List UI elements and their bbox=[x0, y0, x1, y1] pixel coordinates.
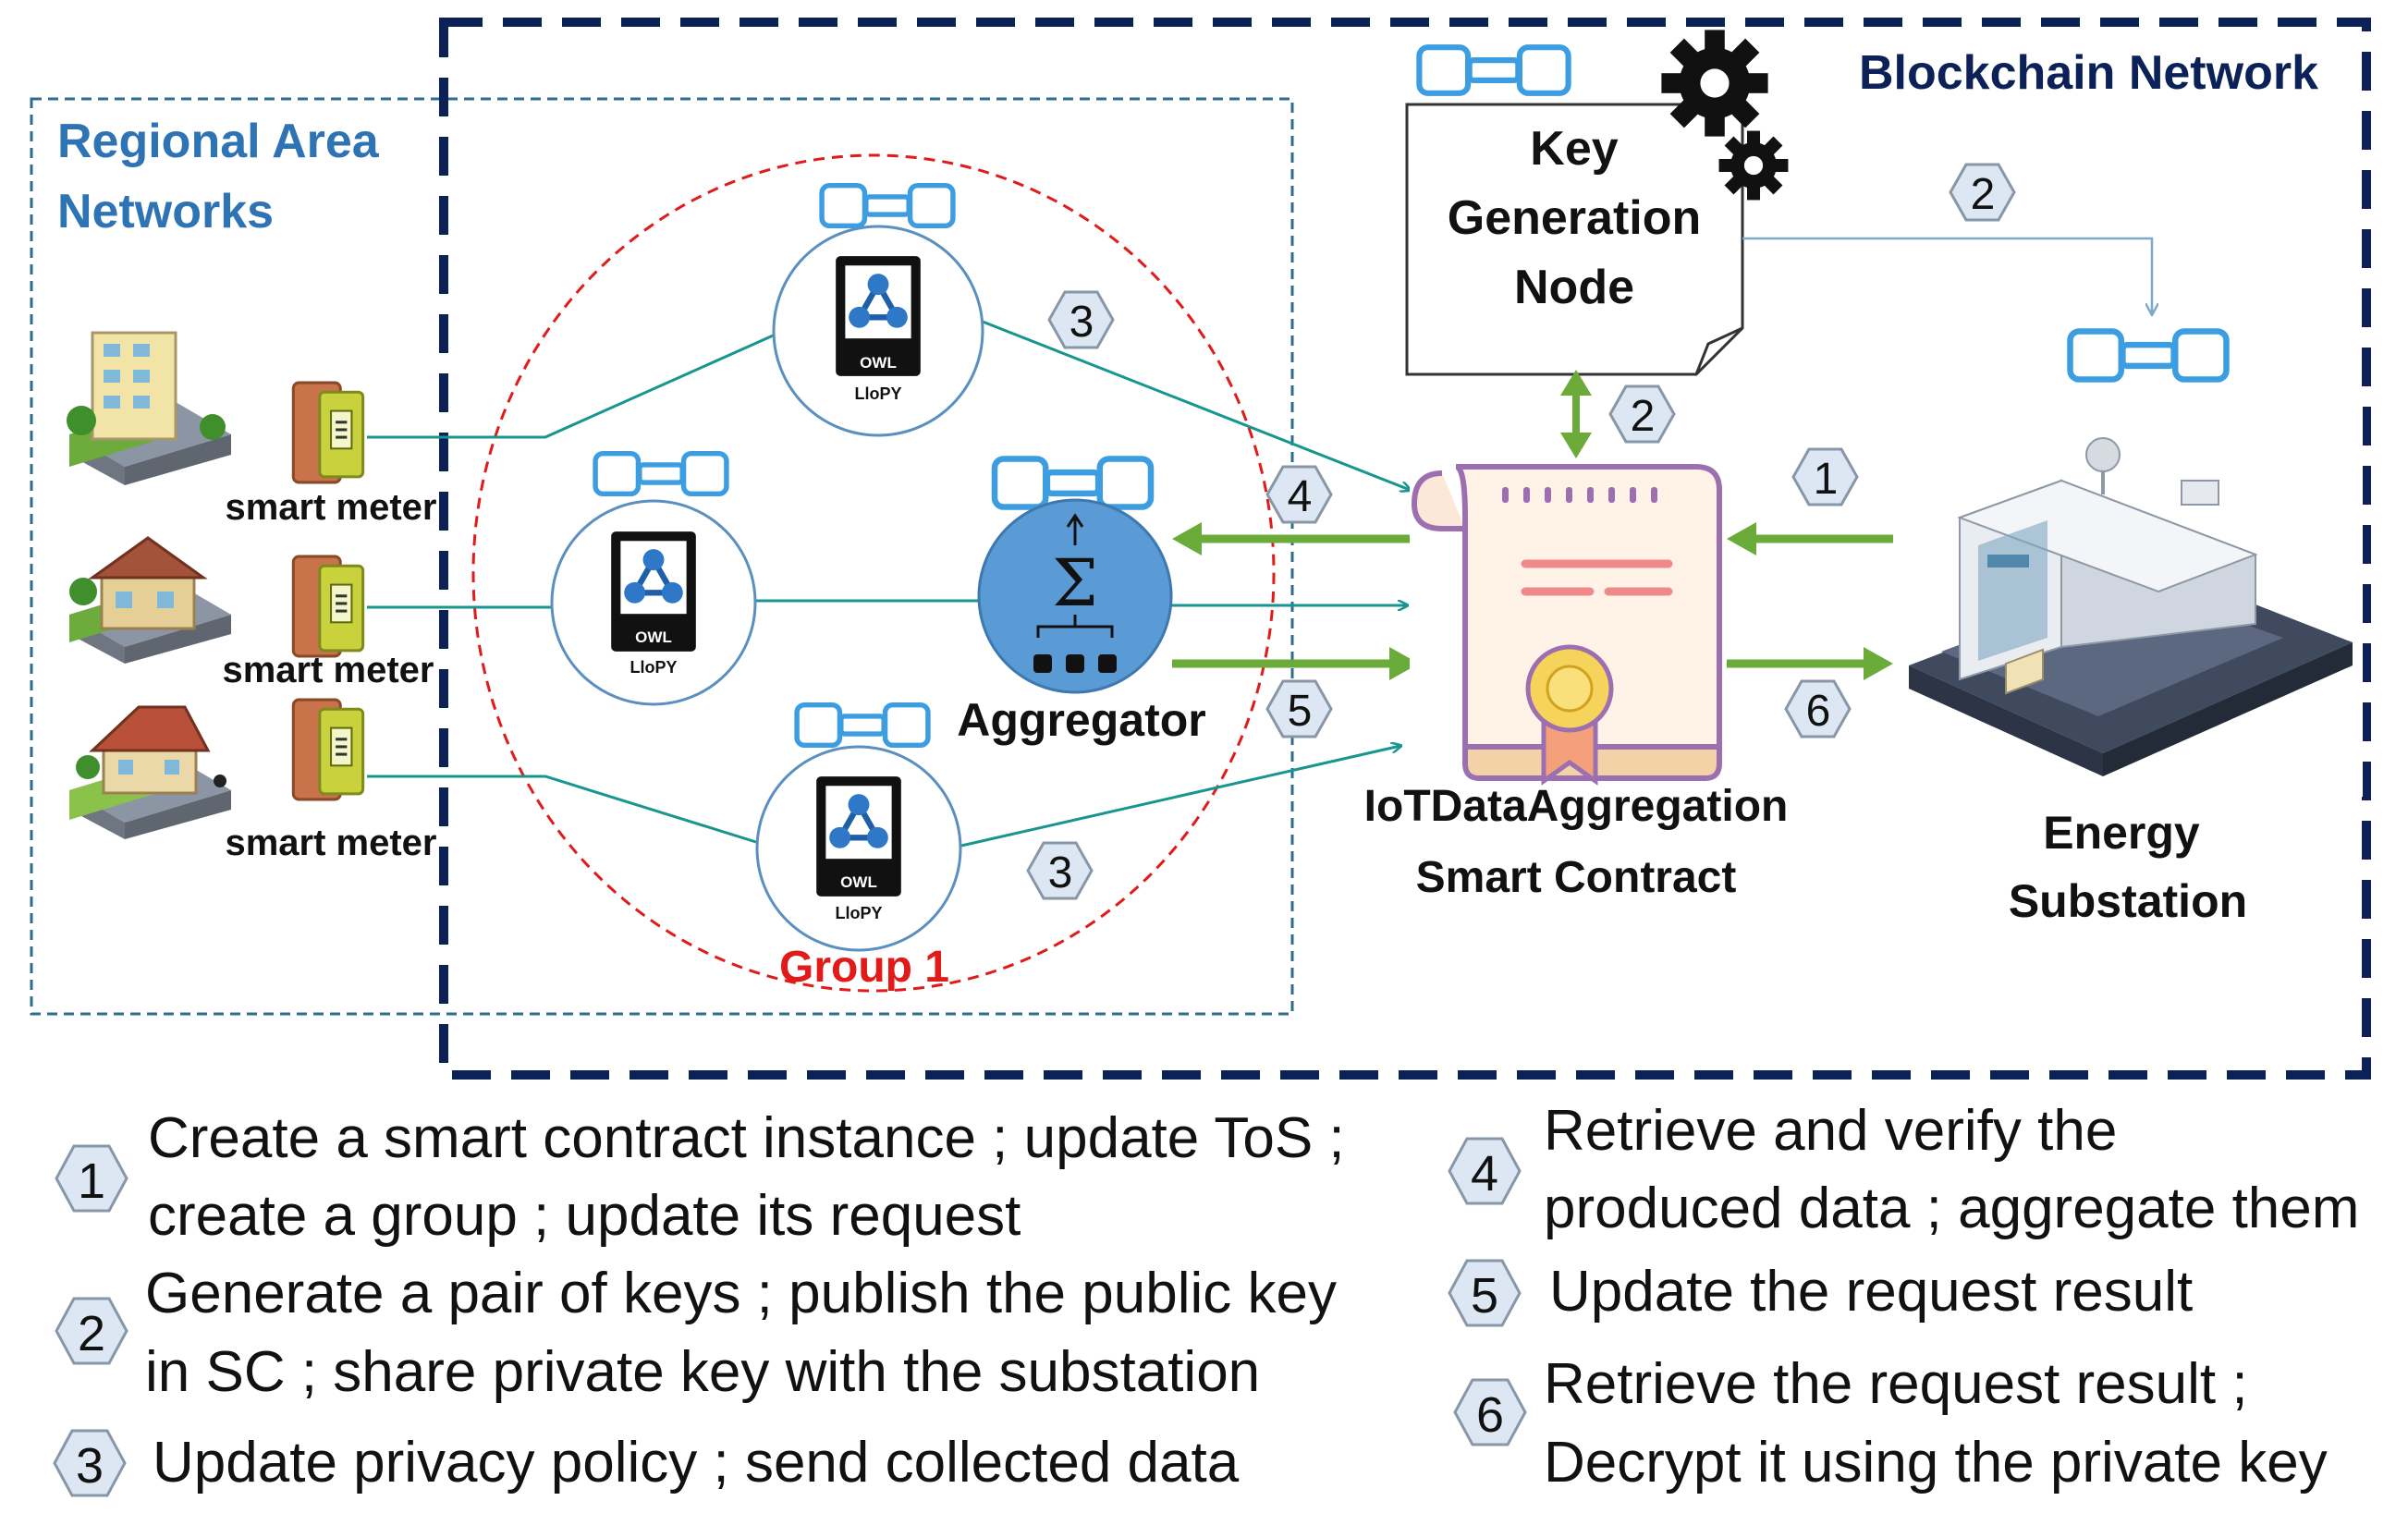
arrow-llopy-top-to-contract bbox=[982, 320, 1410, 490]
svg-text:1: 1 bbox=[78, 1153, 105, 1209]
owl-label-left: OWL bbox=[635, 628, 672, 646]
blockchain-link-icon-llopy-left bbox=[595, 454, 727, 494]
llopy-node-top: OWL LloPY bbox=[772, 225, 984, 437]
svg-text:2: 2 bbox=[1971, 170, 1996, 219]
gear-icon-large bbox=[1661, 30, 1768, 137]
svg-text:1: 1 bbox=[1814, 455, 1839, 504]
step-badge-1: 1 bbox=[1791, 447, 1859, 506]
step-badge-3-top: 3 bbox=[1047, 290, 1115, 349]
svg-text:2: 2 bbox=[78, 1306, 105, 1361]
key-node-label-line1: Key bbox=[1530, 122, 1618, 176]
svg-text:3: 3 bbox=[76, 1438, 104, 1494]
step-badge-4: 4 bbox=[1265, 465, 1333, 524]
owl-label-bottom: OWL bbox=[840, 873, 877, 891]
step-badge-6: 6 bbox=[1784, 679, 1852, 738]
blockchain-network-box bbox=[439, 18, 2371, 1080]
svg-text:2: 2 bbox=[1631, 392, 1656, 441]
regional-area-networks-box bbox=[30, 97, 1294, 1016]
legend-badge-2: 2 bbox=[55, 1297, 128, 1365]
step-badge-2-substation: 2 bbox=[1949, 163, 2016, 222]
llopy-label-left: LloPY bbox=[630, 658, 677, 677]
group-label: Group 1 bbox=[779, 943, 949, 992]
legend-badge-6: 6 bbox=[1453, 1378, 1527, 1446]
arrow-llopy-bottom-to-contract bbox=[960, 746, 1400, 848]
legend-badge-3: 3 bbox=[53, 1429, 127, 1497]
link-meter3-llopy-bottom bbox=[367, 775, 760, 845]
smart-contract-label-line2: Smart Contract bbox=[1416, 853, 1737, 902]
legend-badge-4: 4 bbox=[1448, 1137, 1522, 1205]
step-badge-5: 5 bbox=[1265, 679, 1333, 738]
smart-meter-label-1: smart meter bbox=[225, 487, 436, 528]
ran-title-line1: Regional Area bbox=[57, 115, 380, 168]
substation-label-line1: Energy bbox=[2043, 807, 2200, 859]
aggregator-label: Aggregator bbox=[957, 694, 1205, 746]
legend-badge-5: 5 bbox=[1448, 1259, 1522, 1327]
svg-text:4: 4 bbox=[1288, 472, 1313, 521]
gear-icon-small bbox=[1718, 130, 1789, 201]
key-node-label-line3: Node bbox=[1514, 261, 1634, 314]
svg-text:4: 4 bbox=[1471, 1146, 1498, 1202]
key-node-label-line2: Generation bbox=[1448, 191, 1702, 245]
smart-meter-icon-2 bbox=[291, 555, 365, 658]
blockchain-link-icon-key-node bbox=[1419, 47, 1568, 93]
group-1-circle bbox=[471, 153, 1276, 993]
step-badge-3-bottom: 3 bbox=[1026, 841, 1094, 900]
link-meter1-llopy-top bbox=[367, 331, 780, 439]
smart-meter-icon-1 bbox=[291, 381, 365, 484]
svg-text:6: 6 bbox=[1476, 1387, 1504, 1443]
house-icon bbox=[69, 536, 231, 664]
smart-meter-label-2: smart meter bbox=[222, 650, 434, 690]
arrow-key-node-to-substation bbox=[1742, 237, 2152, 314]
svg-text:6: 6 bbox=[1806, 687, 1831, 736]
blockchain-link-icon-llopy-top bbox=[822, 186, 953, 226]
owl-label-top: OWL bbox=[860, 354, 897, 372]
blockchain-link-icon-llopy-bottom bbox=[797, 705, 928, 746]
svg-text:5: 5 bbox=[1471, 1268, 1498, 1324]
llopy-label-top: LloPY bbox=[854, 384, 901, 403]
blockchain-link-icon-substation bbox=[2071, 332, 2227, 380]
ran-title-line2: Networks bbox=[57, 185, 274, 238]
sigma-icon: Σ bbox=[1052, 545, 1098, 621]
smart-contract-label-line1: IoTDataAggregation bbox=[1364, 782, 1789, 831]
llopy-node-left: OWL LloPY bbox=[550, 499, 757, 706]
llopy-node-bottom: OWL LloPY bbox=[755, 745, 962, 952]
legend-badge-1: 1 bbox=[55, 1144, 128, 1213]
energy-substation-icon bbox=[1893, 390, 2363, 797]
svg-text:5: 5 bbox=[1288, 687, 1313, 736]
smart-meter-icon-3 bbox=[291, 698, 365, 801]
svg-text:3: 3 bbox=[1048, 848, 1073, 897]
substation-label-line2: Substation bbox=[2009, 875, 2247, 927]
aggregator-node: Σ bbox=[977, 498, 1173, 694]
svg-text:3: 3 bbox=[1070, 298, 1094, 347]
llopy-label-bottom: LloPY bbox=[835, 904, 882, 922]
smart-meter-label-3: smart meter bbox=[225, 823, 436, 863]
smart-contract-scroll-icon bbox=[1410, 459, 1724, 787]
blockchain-title: Blockchain Network bbox=[1859, 46, 2318, 100]
step-badge-2-key-contract: 2 bbox=[1608, 384, 1676, 444]
